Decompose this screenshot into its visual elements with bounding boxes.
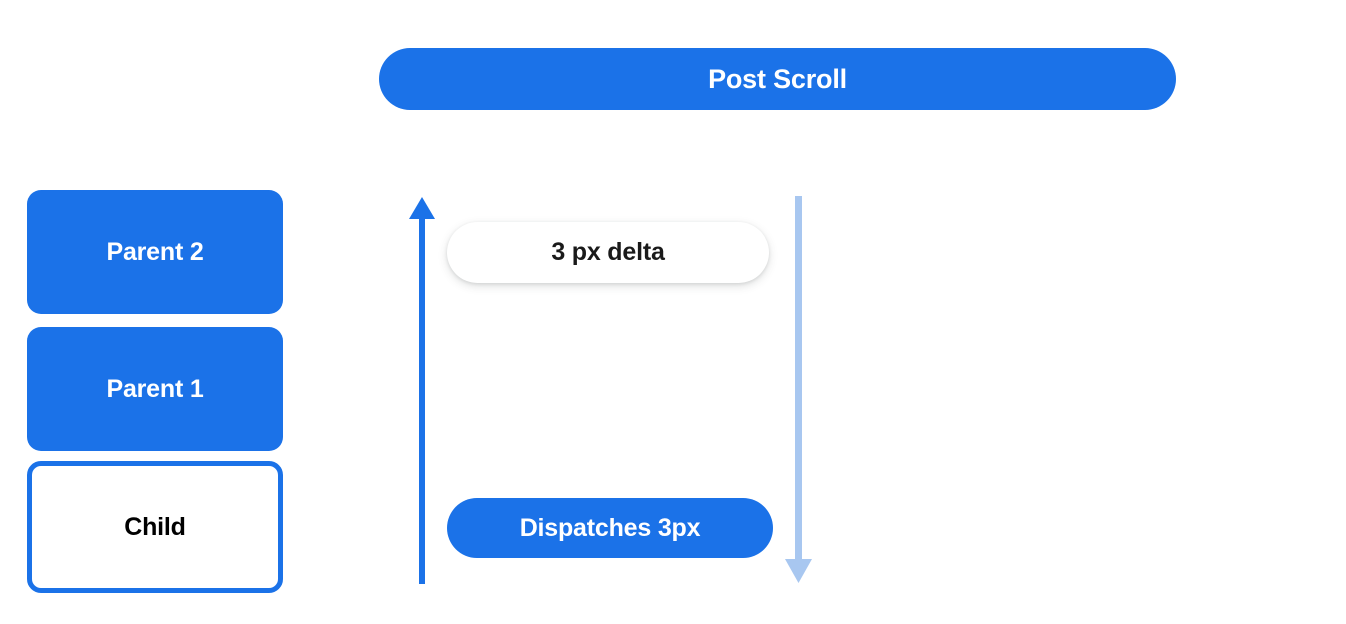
arrow-up-icon <box>409 197 435 584</box>
note-pill-label: Dispatches 3px <box>519 513 701 542</box>
note-pill-label: 3 px delta <box>551 238 665 266</box>
stack-box-label: Child <box>124 512 186 541</box>
note-pill-dispatch: Dispatches 3px <box>447 498 773 558</box>
stack-box-parent-2: Parent 2 <box>27 190 283 314</box>
stack-box-parent-1: Parent 1 <box>27 327 283 451</box>
arrow-down-icon <box>785 196 812 583</box>
stack-box-child: Child <box>27 461 283 593</box>
stack-box-label: Parent 2 <box>106 237 204 266</box>
stack-box-label: Parent 1 <box>106 374 204 403</box>
note-pill-delta: 3 px delta <box>447 222 769 283</box>
header-title: Post Scroll <box>708 63 847 94</box>
header-pill: Post Scroll <box>379 48 1176 110</box>
